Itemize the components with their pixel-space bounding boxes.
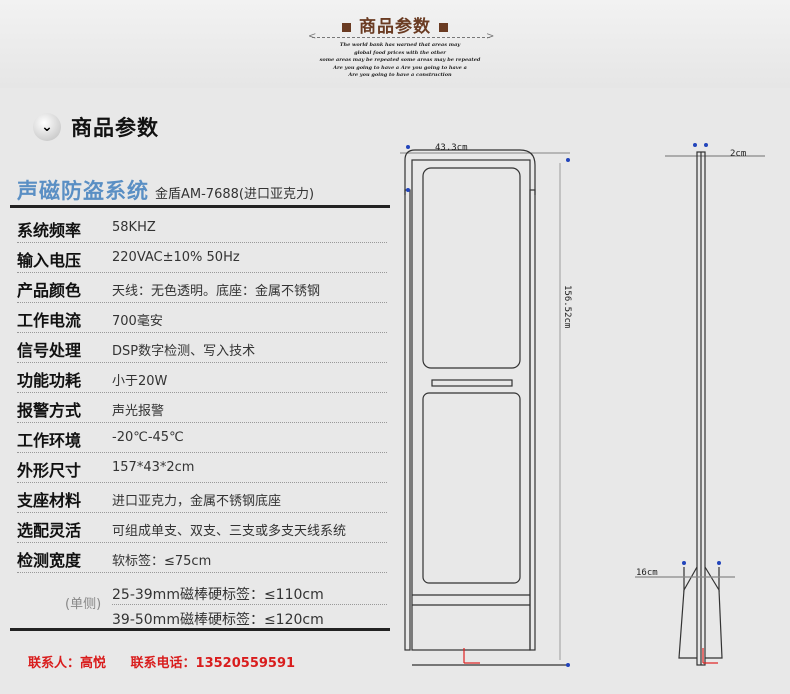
spec-label: 工作电流 — [17, 311, 82, 330]
spec-value: 软标签：≤75cm — [112, 554, 212, 569]
front-view — [400, 149, 570, 666]
spec-label: 信号处理 — [17, 341, 82, 360]
side-note: (单侧) — [65, 597, 102, 612]
banner: 商品参数 < > The world bank has warned that … — [0, 0, 790, 88]
width-label: 43.3cm — [435, 143, 468, 153]
spec-row: 检测宽度 软标签：≤75cm — [17, 543, 387, 573]
section-title: 商品参数 — [71, 116, 159, 140]
spec-label: 产品颜色 — [17, 281, 82, 300]
spec-label: 报警方式 — [17, 401, 82, 420]
spec-row: 产品颜色 天线：无色透明。底座：金属不锈钢 — [17, 273, 387, 303]
spec-value: 可组成单支、双支、三支或多支天线系统 — [112, 524, 347, 539]
spec-label: 系统频率 — [17, 221, 82, 240]
spec-value: DSP数字检测、写入技术 — [112, 344, 256, 359]
detection-line: 25-39mm磁棒硬标签：≤110cm — [112, 584, 387, 605]
spec-row: 系统频率 58KHZ — [17, 213, 387, 243]
spec-row: 报警方式 声光报警 — [17, 393, 387, 423]
product-name: 声磁防盗系统 — [17, 179, 149, 203]
spec-row: 选配灵活 可组成单支、双支、三支或多支天线系统 — [17, 513, 387, 543]
detection-line: 39-50mm磁棒硬标签：≤120cm — [112, 612, 324, 628]
spec-value: 进口亚克力，金属不锈钢底座 — [112, 494, 282, 509]
contact-person: 联系人：高悦 — [28, 656, 107, 671]
banner-divider — [312, 37, 490, 38]
depth-label: 2cm — [730, 149, 746, 159]
spec-row: 输入电压 220VAC±10% 50Hz — [17, 243, 387, 273]
contact-info: 联系人：高悦 联系电话：13520559591 — [28, 652, 315, 671]
spec-value: 157*43*2cm — [112, 460, 195, 475]
spec-value: 天线：无色透明。底座：金属不锈钢 — [112, 284, 321, 299]
spec-label: 检测宽度 — [17, 551, 82, 570]
height-label: 156.52cm — [562, 285, 572, 328]
spec-row: 支座材料 进口亚克力，金属不锈钢底座 — [17, 483, 387, 513]
divider — [10, 628, 390, 631]
spec-label: 选配灵活 — [17, 521, 82, 540]
spec-label: 输入电压 — [17, 251, 82, 270]
spec-row: 工作电流 700毫安 — [17, 303, 387, 333]
chevron-down-icon: ⌄ — [33, 113, 61, 141]
dimension-markers — [406, 143, 721, 667]
spec-row: 功能功耗 小于20W — [17, 363, 387, 393]
section-header: ⌄ 商品参数 — [33, 112, 159, 142]
spec-value: -20℃-45℃ — [112, 430, 184, 445]
side-view — [635, 151, 765, 666]
spec-label: 外形尺寸 — [17, 461, 82, 480]
arrow-left-icon: < — [308, 31, 317, 42]
base-label: 16cm — [636, 568, 658, 578]
divider — [10, 205, 390, 208]
spec-row: 工作环境 -20℃-45℃ — [17, 423, 387, 453]
product-model: 金盾AM-7688(进口亚克力) — [155, 187, 315, 202]
spec-value: 58KHZ — [112, 220, 156, 235]
spec-label: 工作环境 — [17, 431, 82, 450]
spec-value: 220VAC±10% 50Hz — [112, 250, 240, 265]
spec-row: 外形尺寸 157*43*2cm — [17, 453, 387, 483]
spec-row: 信号处理 DSP数字检测、写入技术 — [17, 333, 387, 363]
banner-subtitle: The world bank has warned that areas may… — [319, 42, 481, 78]
spec-value: 700毫安 — [112, 314, 163, 329]
spec-value: 声光报警 — [112, 404, 165, 419]
spec-label: 支座材料 — [17, 491, 82, 510]
arrow-right-icon: > — [486, 31, 495, 42]
spec-label: 功能功耗 — [17, 371, 82, 390]
axis-icon — [463, 648, 718, 664]
banner-title: 商品参数 — [0, 12, 790, 37]
contact-phone: 联系电话：13520559591 — [130, 656, 296, 671]
product-heading: 声磁防盗系统 金盾AM-7688(进口亚克力) — [17, 175, 314, 205]
spec-value: 小于20W — [112, 374, 168, 389]
